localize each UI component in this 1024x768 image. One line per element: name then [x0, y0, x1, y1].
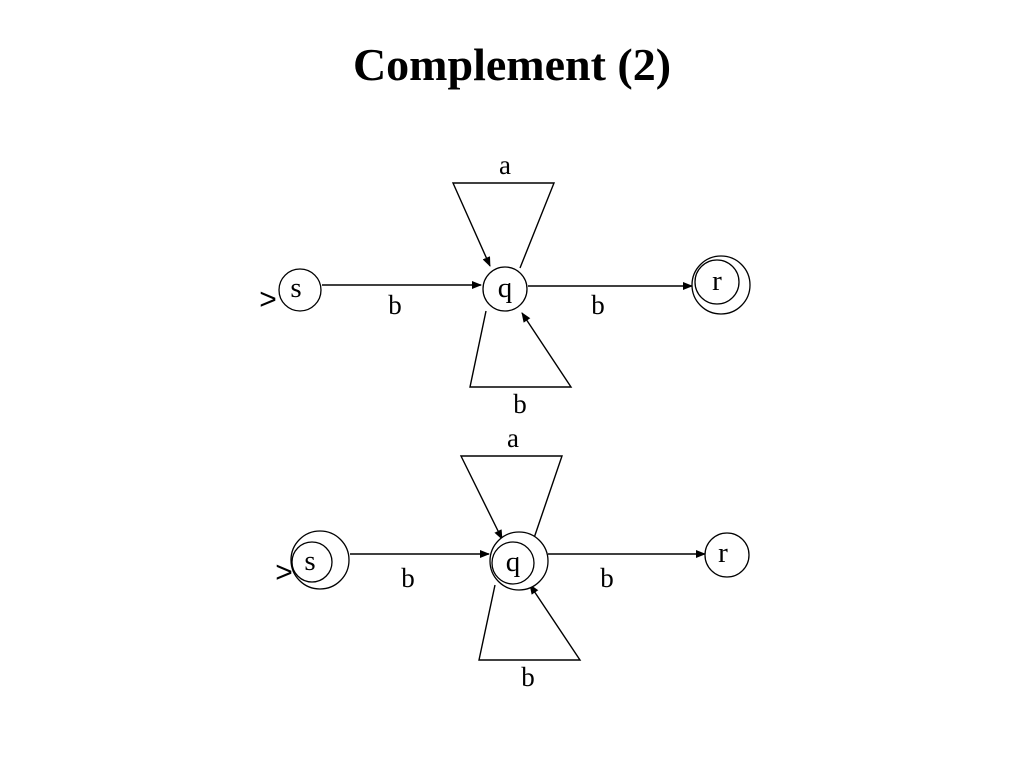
state-s: s	[278, 268, 322, 312]
automaton-2: a b b b s > q r	[275, 423, 750, 692]
svg-text:s: s	[304, 545, 315, 577]
state-r: r	[704, 532, 750, 578]
transition-label-b: b	[600, 563, 614, 593]
transition-label-b: b	[401, 563, 415, 593]
start-marker: >	[259, 283, 277, 316]
state-q: q	[482, 266, 528, 312]
loop-a-edge	[451, 182, 556, 269]
transition-label-b: b	[513, 389, 527, 419]
transition-label-b: b	[591, 290, 605, 320]
state-r-accepting: r	[691, 255, 751, 315]
svg-text:q: q	[498, 272, 513, 304]
svg-text:q: q	[506, 546, 521, 578]
state-s-accepting: s	[290, 530, 350, 590]
svg-text:r: r	[712, 265, 722, 297]
loop-b-edge	[469, 310, 573, 388]
start-marker: >	[275, 556, 293, 589]
transition-label-b: b	[521, 662, 535, 692]
transition-label-a: a	[507, 423, 519, 453]
slide-title: Complement (2)	[352, 39, 672, 90]
loop-b-edge	[478, 584, 582, 661]
automaton-1: a b b b s > q r	[259, 150, 751, 419]
state-q-accepting: q	[489, 531, 549, 591]
svg-text:s: s	[290, 272, 301, 304]
svg-text:r: r	[718, 537, 728, 569]
transition-label-a: a	[499, 150, 511, 180]
loop-a-edge	[459, 455, 563, 542]
transition-label-b: b	[388, 290, 402, 320]
